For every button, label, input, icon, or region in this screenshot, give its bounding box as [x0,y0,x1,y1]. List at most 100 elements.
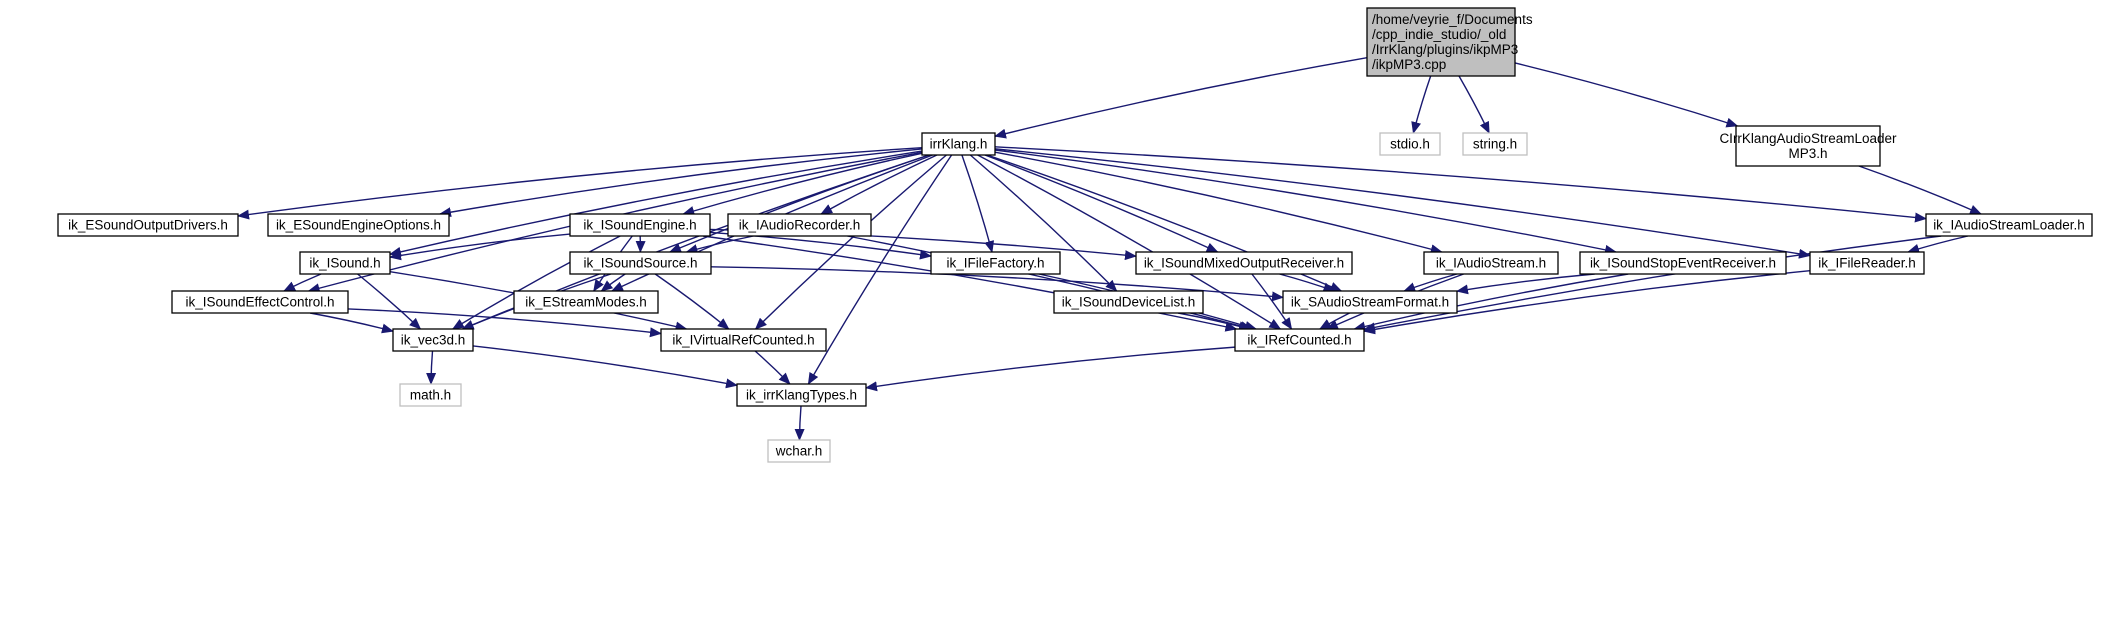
node-box [1579,251,1787,275]
edge-arrow [426,350,437,385]
node-label: ik_IAudioStream.h [1436,256,1546,271]
edge-sound-to-effectControl [283,273,322,292]
edge-arrow [472,345,738,389]
edge-root-to-loaderMP3 [1514,62,1739,128]
node-fileFactory[interactable]: ik_IFileFactory.h [930,251,1061,275]
node-audioStreamFormat[interactable]: ik_SAudioStreamFormat.h [1282,290,1458,314]
edge-vec3d-to-types [472,345,738,389]
edge-irrKlang-to-sound [389,150,923,257]
node-engineOptions[interactable]: ik_ESoundEngineOptions.h [267,213,450,237]
node-outputDrivers[interactable]: ik_ESoundOutputDrivers.h [57,213,239,237]
edge-arrow [1858,165,1982,215]
node-box [930,251,1061,275]
edge-arrow [309,312,394,334]
node-effectControl[interactable]: ik_ISoundEffectControl.h [171,290,349,314]
node-root[interactable]: /home/veyrie_f/Documents/cpp_indie_studi… [1366,7,1533,77]
edge-irrKlang-to-soundEngine [682,152,923,216]
node-label: ik_IRefCounted.h [1247,333,1351,348]
node-types[interactable]: ik_irrKlangTypes.h [736,383,867,407]
node-virtualRef[interactable]: ik_IVirtualRefCounted.h [660,328,827,352]
edge-audioStreamFormat-to-refCounted [1319,312,1350,330]
edge-arrow [1363,270,1811,335]
nodes-layer: /home/veyrie_f/Documents/cpp_indie_studi… [57,7,2093,463]
node-box [1462,132,1528,156]
edge-arrow [984,154,1219,253]
node-stdio[interactable]: stdio.h [1379,132,1441,156]
edge-arrow [357,273,422,330]
node-fileReader[interactable]: ik_IFileReader.h [1809,251,1925,275]
node-box [392,328,474,352]
node-label: string.h [1473,137,1517,152]
node-deviceList[interactable]: ik_ISoundDeviceList.h [1053,290,1204,314]
node-box [399,383,462,407]
edge-audioRecorder-to-soundSource [685,235,754,254]
edge-arrow [702,235,1238,332]
edge-arrow [1411,75,1432,134]
node-streamModes[interactable]: ik_EStreamModes.h [513,290,659,314]
edge-arrow [710,266,1284,302]
node-audioStreamLoader[interactable]: ik_IAudioStreamLoader.h [1925,213,2093,237]
node-label: /ikpMP3.cpp [1372,57,1446,72]
node-audioStream[interactable]: ik_IAudioStream.h [1423,251,1559,275]
node-box [1282,290,1458,314]
edge-arrow [1514,62,1739,128]
node-box [57,213,239,237]
edge-soundEngine-to-sound [389,233,571,261]
node-label: ik_ISoundSource.h [583,256,697,271]
edge-arrow [1907,235,1969,254]
node-label: /home/veyrie_f/Documents [1372,12,1533,27]
node-box [1234,328,1365,352]
node-box [299,251,391,275]
node-box [660,328,827,352]
node-label: ik_ISound.h [309,256,380,271]
edge-arrow [1456,273,1595,295]
edge-mixedOutput-to-audioStreamFormat [1279,273,1336,293]
node-label: wchar.h [775,444,823,459]
node-irrKlang[interactable]: irrKlang.h [921,132,996,156]
edge-mixedOutput-to-refCounted [1251,273,1293,330]
node-string[interactable]: string.h [1462,132,1528,156]
node-wchar[interactable]: wchar.h [767,439,831,463]
node-box [1735,125,1881,167]
node-label: ik_ISoundDeviceList.h [1062,295,1196,310]
node-sound[interactable]: ik_ISound.h [299,251,391,275]
edge-arrow [994,151,1443,255]
edge-arrow [847,235,1253,331]
edge-arrow [1279,273,1336,293]
edges-layer [237,56,1982,441]
edge-soundSource-to-audioStreamFormat [710,266,1284,302]
node-box [1379,132,1441,156]
node-label: /IrrKlang/plugins/ikpMP3 [1372,42,1518,57]
edge-arrow [754,154,947,330]
node-audioRecorder[interactable]: ik_IAudioRecorder.h [727,213,872,237]
edge-root-to-stdio [1411,75,1432,134]
edge-irrKlang-to-audioRecorder [820,154,938,215]
edge-arrow [1363,235,1942,333]
node-label: /cpp_indie_studio/_old [1372,27,1506,42]
node-soundEngine[interactable]: ik_ISoundEngine.h [569,213,711,237]
node-box [1135,251,1353,275]
node-label: ik_ISoundMixedOutputReceiver.h [1144,256,1344,271]
node-box [727,213,872,237]
node-soundSource[interactable]: ik_ISoundSource.h [569,251,712,275]
edge-irrKlang-to-engineOptions [438,148,923,218]
node-vec3d[interactable]: ik_vec3d.h [392,328,474,352]
edge-irrKlang-to-deviceList [969,154,1118,292]
node-math[interactable]: math.h [399,383,462,407]
edge-irrKlang-to-fileFactory [961,154,995,253]
node-stopEvent[interactable]: ik_ISoundStopEventReceiver.h [1579,251,1787,275]
edge-arrow [1319,312,1350,330]
edge-arrow [969,154,1118,292]
edge-audioRecorder-to-refCounted [847,235,1253,331]
node-box [171,290,349,314]
node-label: CIrrKlangAudioStreamLoader [1719,131,1897,146]
node-box [1366,7,1516,77]
node-label: ik_ISoundStopEventReceiver.h [1590,256,1776,271]
edge-arrow [977,154,1282,330]
node-label: ik_IAudioStreamLoader.h [1933,218,2085,233]
edge-fileReader-to-refCounted [1363,270,1811,335]
node-refCounted[interactable]: ik_IRefCounted.h [1234,328,1365,352]
edge-refCounted-to-types [865,346,1236,392]
node-mixedOutput[interactable]: ik_ISoundMixedOutputReceiver.h [1135,251,1353,275]
